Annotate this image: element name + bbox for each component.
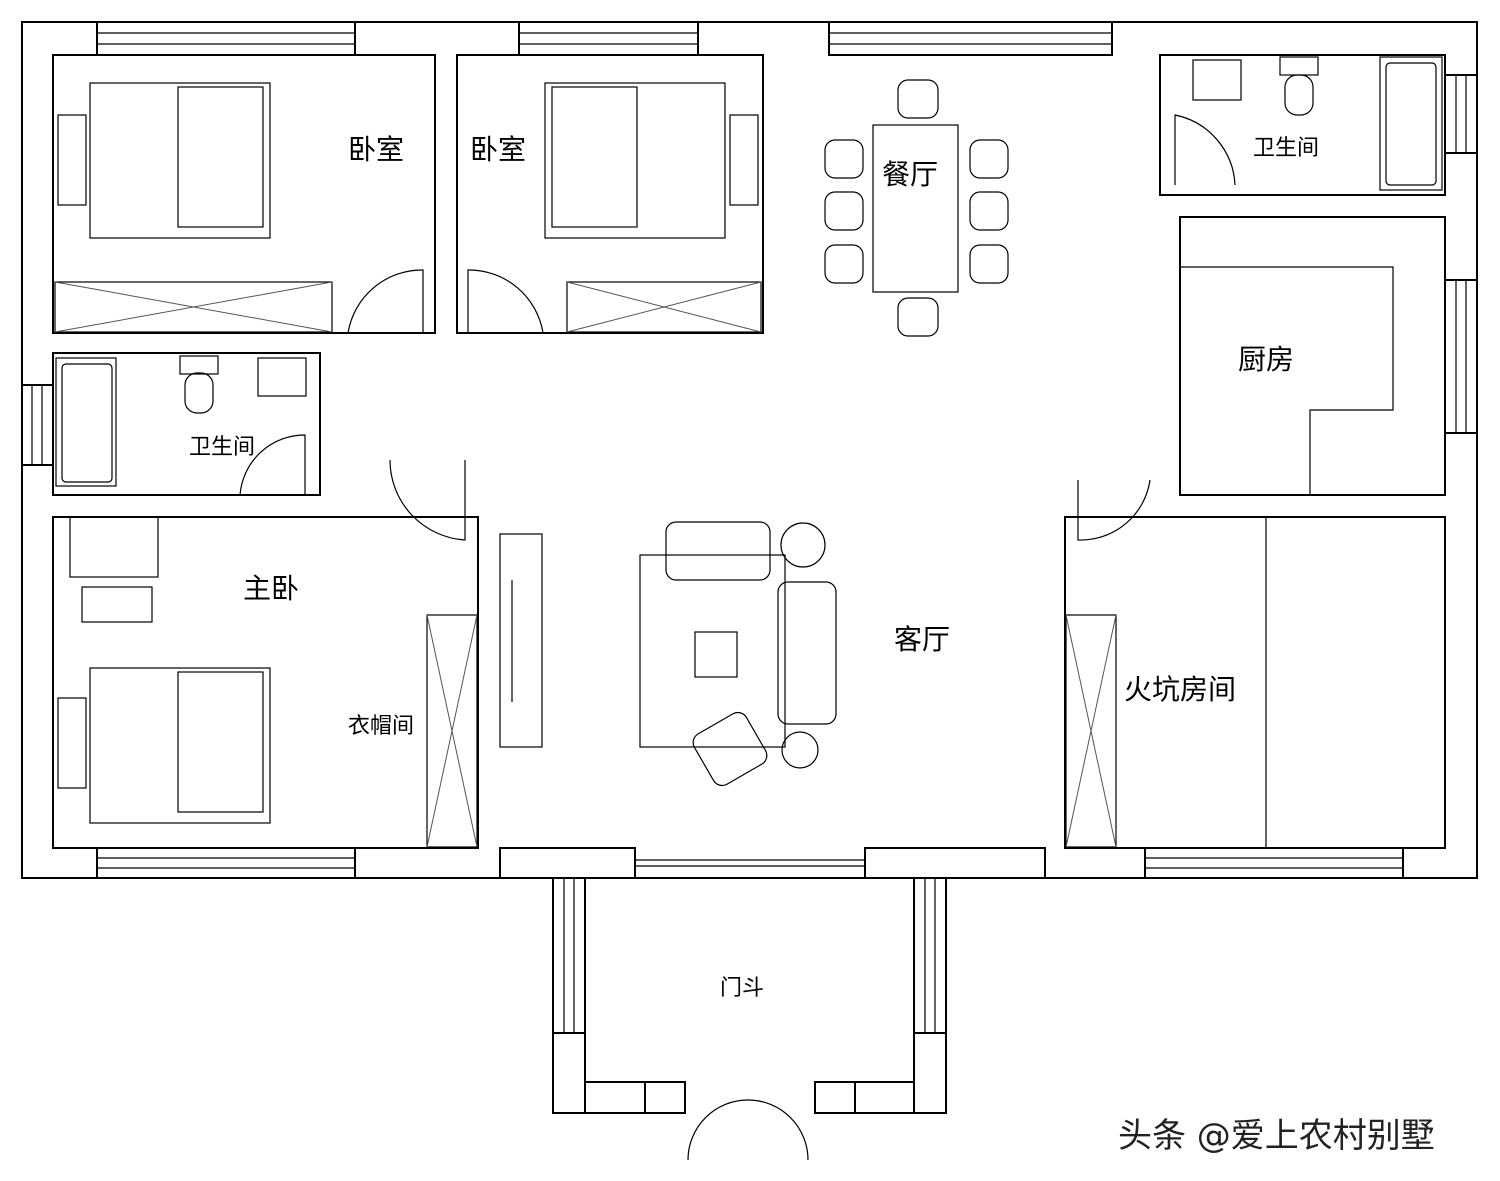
room-label-walk-in-closet: 衣帽间 (347, 714, 415, 739)
room-label-kang-room: 火坑房间 (1123, 673, 1237, 706)
room-label-bath-top-right: 卫生间 (1252, 136, 1320, 161)
windows (21, 21, 1478, 879)
dining-set (824, 79, 1009, 337)
room-label-bath-left: 卫生间 (188, 435, 256, 460)
room-label-master-bedroom: 主卧 (242, 572, 300, 605)
room-label-vestibule: 门斗 (719, 976, 765, 1001)
beds (54, 82, 1117, 848)
doors (239, 114, 1236, 1161)
living-set (499, 521, 837, 787)
room-label-kitchen: 厨房 (1237, 343, 1295, 376)
room-label-bedroom2: 卧室 (469, 133, 527, 166)
vestibule-walls (552, 877, 947, 1114)
interior-walls (52, 54, 1446, 849)
room-label-bedroom1: 卧室 (347, 133, 405, 166)
room-label-dining: 餐厅 (881, 158, 939, 191)
watermark: 头条 @爱上农村别墅 (1118, 1116, 1435, 1156)
room-label-living-room: 客厅 (893, 623, 951, 656)
bathroom-fixtures (55, 56, 1443, 487)
